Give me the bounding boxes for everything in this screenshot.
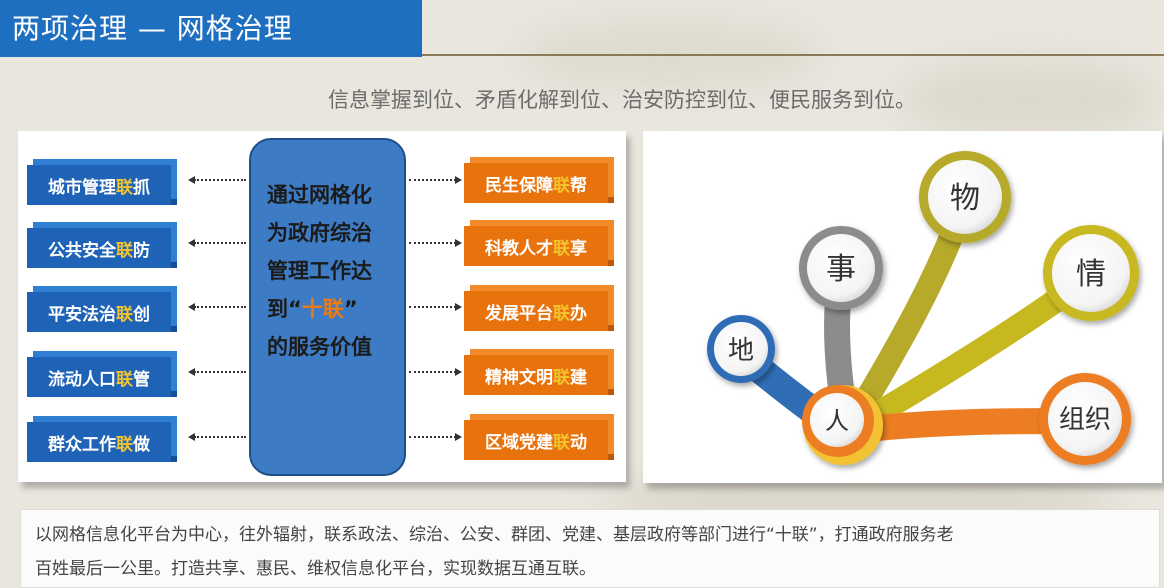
right-box-4: 精神文明联建 [464,355,608,395]
bubble-matter [807,234,875,302]
left-box-2: 公共安全联防 [27,228,171,268]
label-hub: 人 [825,407,849,435]
subtitle: 信息掌握到位、矛盾化解到位、治安防控到位、便民服务到位。 [328,88,916,112]
left-box-3: 平安法治联创 [27,292,171,332]
right-box-1: 民生保障联帮 [464,163,608,203]
arrow-head-left-2 [188,239,195,247]
bubble-hub [810,393,864,447]
summary-text: 以网格信息化平台为中心，往外辐射，联系政法、综治、公安、群团、党建、基层政府等部… [20,509,1160,588]
center-line-3: 管理工作达 [267,259,372,283]
arrow-left-1 [194,179,246,181]
label-organization: 组织 [1059,405,1111,435]
center-line-4: 到“十联” [267,297,358,321]
arrow-left-5 [194,436,246,438]
bubble-organization [1048,382,1122,456]
label-thing: 物 [950,181,980,216]
center-line-2: 为政府综治 [267,221,372,245]
arrow-right-5 [409,436,456,438]
label-emotion: 情 [1076,257,1106,292]
summary-line-1: 以网格信息化平台为中心，往外辐射，联系政法、综治、公安、群团、党建、基层政府等部… [35,525,954,545]
label-matter: 事 [826,252,856,287]
center-line-1: 通过网格化 [267,183,372,207]
bubble-thing [928,160,1002,234]
arrow-right-3 [409,306,456,308]
arrow-left-4 [194,371,246,373]
arrow-head-right-2 [455,239,462,247]
arrow-left-3 [194,306,246,308]
arrow-right-1 [409,179,456,181]
label-land: 地 [728,336,754,366]
center-line-5: 的服务价值 [267,335,372,359]
header-divider [422,54,1164,56]
bubble-land [714,322,768,376]
arrow-head-right-5 [455,433,462,441]
left-box-5: 群众工作联做 [27,422,171,462]
page-title: 两项治理 — 网格治理 [0,0,422,57]
arrow-head-right-1 [455,176,462,184]
arrow-head-right-4 [455,368,462,376]
left-box-4: 流动人口联管 [27,357,171,397]
summary-line-2: 百姓最后一公里。打造共享、惠民、维权信息化平台，实现数据互通互联。 [35,559,596,579]
arrow-head-left-3 [188,303,195,311]
center-value-box: 通过网格化 为政府综治 管理工作达 到“十联” 的服务价值 [249,138,406,476]
right-box-3: 发展平台联办 [464,291,608,331]
elements-fan-panel: 地 事 物 情 组织 人 [643,131,1162,483]
fan-diagram: 地 事 物 情 组织 人 [707,151,1139,465]
arrow-right-4 [409,371,456,373]
arrow-right-2 [409,242,456,244]
arrow-head-left-1 [188,176,195,184]
right-box-2: 科教人才联享 [464,226,608,266]
arrow-head-right-3 [455,303,462,311]
arrow-head-left-5 [188,433,195,441]
arrow-left-2 [194,242,246,244]
arrow-head-left-4 [188,368,195,376]
bubble-emotion [1052,234,1130,312]
left-box-1: 城市管理联抓 [27,165,171,205]
right-box-5: 区域党建联动 [464,420,608,460]
